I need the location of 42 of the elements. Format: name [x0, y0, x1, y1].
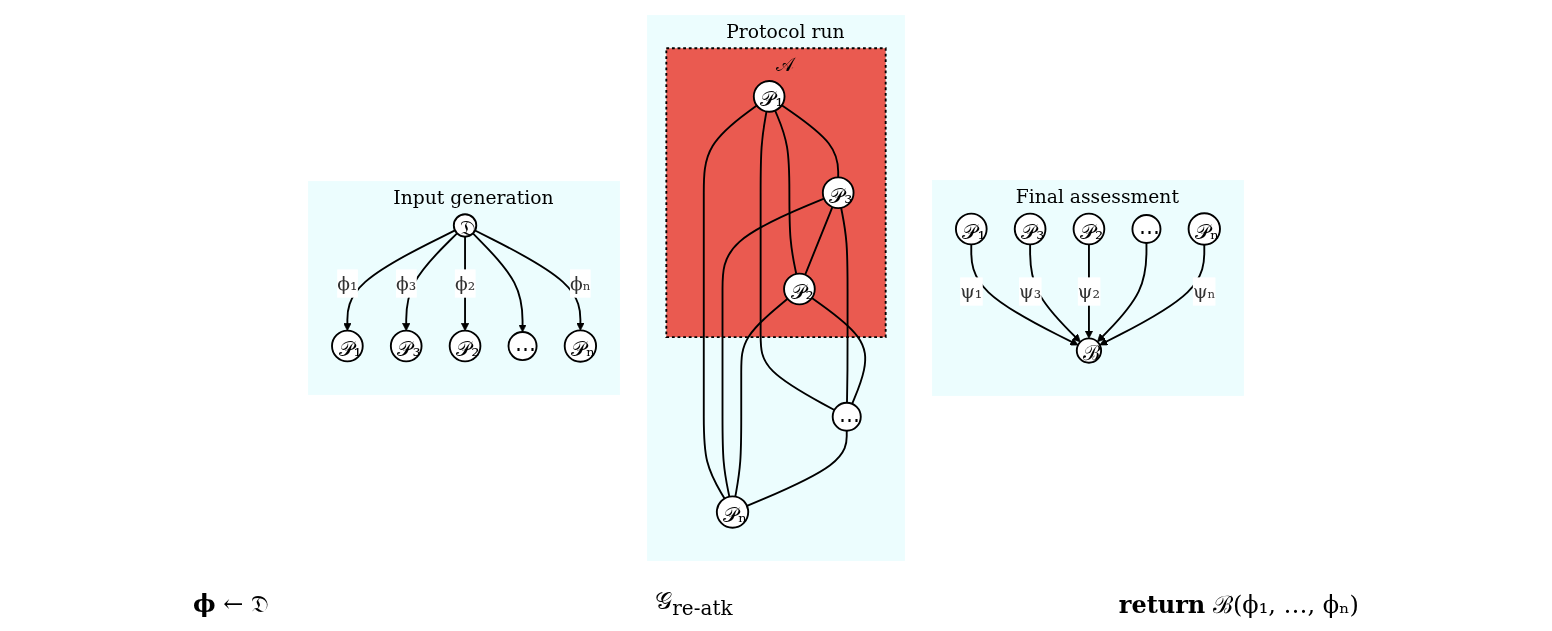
connector: [759, 110, 836, 411]
node-circle: 𝒫₂: [783, 272, 816, 305]
node-circle: 𝒫₂: [448, 329, 482, 362]
node-circle: 𝒫₂: [1072, 212, 1106, 245]
connector: [734, 297, 789, 497]
node-circle: ⋯: [507, 330, 538, 361]
node-circle: ⋯: [831, 401, 862, 432]
formula-text: 𝒢$_{re-atk}$: [655, 586, 733, 620]
edge-label: ψ₂: [1077, 279, 1101, 303]
arrow: [474, 229, 585, 331]
node-circle: 𝒫ₙ: [715, 494, 750, 529]
node-circle: 𝔇: [452, 212, 478, 238]
connector: [840, 206, 849, 404]
arrow: [1099, 243, 1206, 345]
node-circle: 𝒫ₙ: [1187, 211, 1221, 246]
connector: [780, 103, 840, 178]
node-circle: 𝒫₁: [331, 329, 364, 362]
arrow: [1097, 241, 1148, 342]
node-circle: 𝒫₁: [752, 79, 786, 113]
edge-label: ψ₁: [960, 279, 983, 303]
arrow: [472, 232, 527, 332]
edge-label: ϕₙ: [569, 271, 591, 295]
edge-label: ϕ₃: [396, 271, 417, 295]
node-circle: 𝒫₁: [954, 212, 988, 245]
node-circle: 𝒫₃: [821, 175, 855, 209]
node-circle: 𝒫ₙ: [563, 328, 598, 363]
connector: [810, 296, 867, 405]
node-circle: 𝒫₃: [389, 329, 423, 362]
node-circle: 𝒫₃: [1013, 212, 1047, 245]
connector: [702, 104, 758, 499]
formula-text: return ℬ(ϕ₁, …, ϕₙ): [1118, 588, 1359, 620]
connector: [721, 197, 825, 498]
edge-label: ϕ₁: [337, 271, 358, 295]
node-circle: ℬ: [1075, 336, 1103, 364]
connector: [804, 205, 834, 276]
connector: [774, 109, 798, 275]
edge-label: ψ₃: [1019, 279, 1042, 303]
edge-label: ψₙ: [1192, 279, 1216, 303]
connector: [746, 429, 848, 507]
edge-label: ϕ₂: [454, 271, 476, 295]
node-circle: ⋯: [1131, 213, 1162, 244]
formula-text: ϕ ← 𝔇: [193, 588, 270, 618]
